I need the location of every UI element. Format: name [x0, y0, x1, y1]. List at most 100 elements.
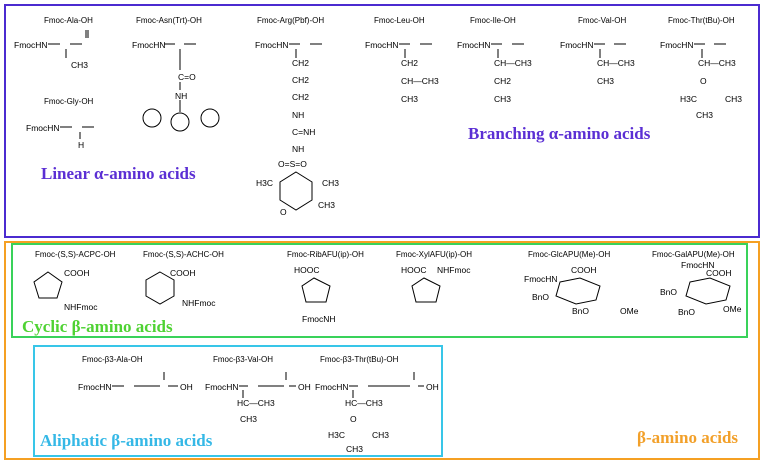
carboxyl-group: COOH: [706, 268, 732, 278]
backbone-leu: [399, 43, 432, 58]
compound-title: Fmoc-XylAFU(ip)-OH: [396, 250, 472, 259]
compound-title: Fmoc-Ala-OH: [44, 16, 93, 25]
cyclohexane-ring: [145, 271, 175, 305]
side-chain: CH2: [292, 92, 310, 102]
pyranose-ring: [685, 277, 731, 305]
amine-group: FmocNH: [302, 314, 336, 324]
amine-group: FmocHN: [365, 40, 399, 50]
compound-title: Fmoc-Asn(Trt)-OH: [136, 16, 202, 25]
carboxyl-group: COOH: [571, 265, 597, 275]
compound-title: Fmoc-GalAPU(Me)-OH: [652, 250, 735, 259]
linear-alpha-label: Linear α-amino acids: [41, 164, 196, 183]
compound-title: Fmoc-β3-Ala-OH: [82, 355, 143, 364]
side-chain: HC—CH3: [345, 398, 383, 408]
carboxyl-group: HOOC: [294, 265, 320, 275]
backbone-b3-ala: [112, 372, 178, 387]
compound-title: Fmoc-RibAFU(ip)-OH: [287, 250, 364, 259]
compound-title: Fmoc-β3-Thr(tBu)-OH: [320, 355, 399, 364]
backbone-ala: [48, 30, 89, 58]
pyranose-ring: [555, 277, 601, 305]
amine-group: FmocHN: [457, 40, 491, 50]
side-chain: CH3: [696, 110, 714, 120]
amine-group: FmocHN: [560, 40, 594, 50]
methoxy-group: OMe: [620, 306, 639, 316]
compound-title: Fmoc-Ile-OH: [470, 16, 516, 25]
methoxy-group: OMe: [723, 304, 742, 314]
side-chain: O: [350, 414, 357, 424]
side-chain: H3C: [680, 94, 698, 104]
backbone-ile: [491, 43, 524, 58]
carbonyl-group: C=O: [178, 72, 196, 82]
furanose-ring: [301, 277, 331, 303]
amine-group: NHFmoc: [64, 302, 98, 312]
compound-title: Fmoc-Val-OH: [578, 16, 627, 25]
amine-group: FmocHN: [132, 40, 166, 50]
methyl-group: H3C: [256, 178, 274, 188]
amide-nh: NH: [175, 91, 188, 101]
benzyloxy-group: BnO: [532, 292, 550, 302]
side-chain: CH—CH3: [597, 58, 635, 68]
linear-alpha-box: [4, 4, 760, 238]
side-chain: CH3: [401, 94, 419, 104]
compound-title: Fmoc-Leu-OH: [374, 16, 425, 25]
side-chain: CH—CH3: [698, 58, 736, 68]
backbone-gly: [60, 126, 94, 139]
side-chain: CH—CH3: [494, 58, 532, 68]
compound-title: Fmoc-Gly-OH: [44, 97, 94, 106]
amine-group: FmocHN: [26, 123, 60, 133]
cyclic-beta-box: [11, 243, 748, 338]
beta-amino-acids-box: [4, 241, 760, 460]
compound-title: Fmoc-β3-Val-OH: [213, 355, 274, 364]
beta-amino-acids-label: β-amino acids: [637, 428, 739, 447]
ring-oxygen: O: [280, 207, 287, 217]
sulfonyl-group: O=S=O: [278, 159, 307, 169]
branching-alpha-label: Branching α-amino acids: [468, 124, 651, 143]
furanose-ring: [411, 277, 441, 303]
cyclic-beta-label: Cyclic β-amino acids: [22, 317, 173, 336]
cyclopentane-ring: [33, 271, 63, 299]
amine-group: NHFmoc: [182, 298, 216, 308]
side-chain: CH2: [401, 58, 419, 68]
side-chain: NH: [292, 144, 305, 154]
amine-group: FmocHN: [660, 40, 694, 50]
compound-title: Fmoc-Arg(Pbf)-OH: [257, 16, 325, 25]
backbone-asn: [142, 43, 220, 132]
amine-group: FmocHN: [78, 382, 112, 392]
side-chain: NH: [292, 110, 305, 120]
side-chain: CH—CH3: [401, 76, 439, 86]
aliphatic-beta-label: Aliphatic β-amino acids: [40, 431, 213, 450]
carboxyl-group: HOOC: [401, 265, 427, 275]
side-chain: CH3: [597, 76, 615, 86]
benzyloxy-group: BnO: [660, 287, 678, 297]
compound-title: Fmoc-Thr(tBu)-OH: [668, 16, 735, 25]
side-chain: HC—CH3: [237, 398, 275, 408]
methyl-group: CH3: [322, 178, 340, 188]
amine-group: FmocHN: [14, 40, 48, 50]
hydroxyl-group: OH: [426, 382, 439, 392]
side-chain: CH2: [292, 58, 310, 68]
amine-group: NHFmoc: [437, 265, 471, 275]
amine-group: FmocHN: [205, 382, 239, 392]
aliphatic-beta-box: [33, 345, 443, 457]
backbone-b3-val: [239, 372, 296, 398]
side-chain: CH3: [725, 94, 743, 104]
compound-title: Fmoc-(S,S)-ACPC-OH: [35, 250, 116, 259]
side-chain: O: [700, 76, 707, 86]
backbone-thr: [694, 43, 726, 58]
backbone-arg: [279, 43, 322, 211]
compound-title: Fmoc-(S,S)-ACHC-OH: [143, 250, 224, 259]
side-chain: H: [78, 140, 85, 150]
methyl-group: CH3: [318, 200, 336, 210]
side-chain: CH3: [346, 444, 364, 454]
side-chain: CH3: [494, 94, 512, 104]
compound-title: Fmoc-GlcAPU(Me)-OH: [528, 250, 611, 259]
benzyloxy-group: BnO: [572, 306, 590, 316]
amine-group: FmocHN: [524, 274, 558, 284]
side-chain: CH3: [372, 430, 390, 440]
benzyloxy-group: BnO: [678, 307, 696, 317]
side-chain: CH2: [494, 76, 512, 86]
amine-group: FmocHN: [681, 260, 715, 270]
carboxyl-group: COOH: [64, 268, 90, 278]
side-chain: CH2: [292, 75, 310, 85]
